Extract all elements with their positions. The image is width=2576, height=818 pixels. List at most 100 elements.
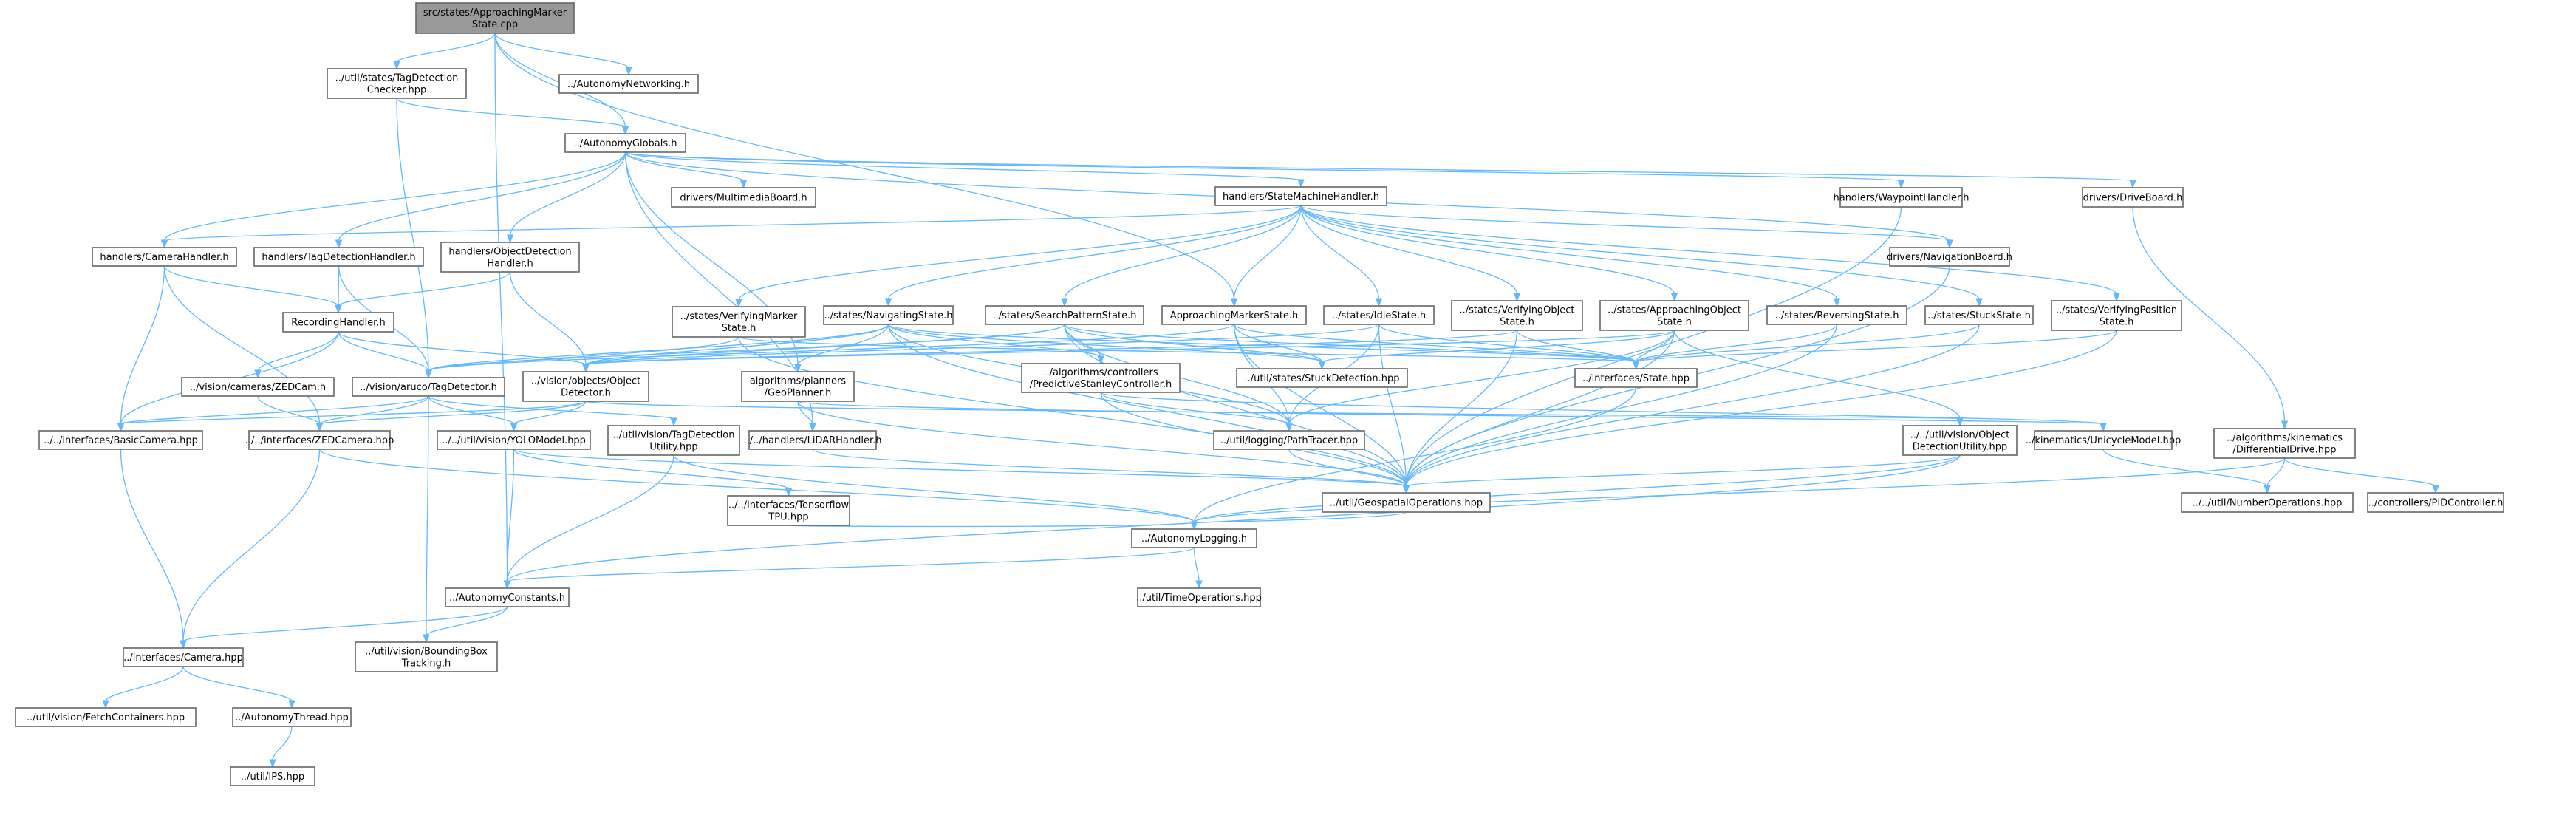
node-stuck-detection[interactable]: ../util/states/StuckDetection.hpp [1236, 368, 1408, 388]
node-autonomy-networking[interactable]: ../AutonomyNetworking.h [558, 74, 699, 94]
edge-navigating-state-to-stuck-detection [887, 324, 1326, 370]
edge-predictive-stanley-to-path-tracer [1100, 392, 1293, 432]
node-recording-handler[interactable]: RecordingHandler.h [282, 312, 394, 333]
edge-tag-detection-utility-to-autonomy-constants [503, 454, 674, 590]
node-label: ../interfaces/Camera.hpp [123, 652, 243, 664]
edge-state-interface-to-autonomy-logging [1190, 386, 1637, 531]
node-label: State.cpp [472, 19, 518, 30]
node-root[interactable]: src/states/ApproachingMarkerState.cpp [415, 2, 575, 34]
edge-search-pattern-state-to-state-interface [1064, 324, 1640, 370]
node-unicycle-model[interactable]: ../kinematics/UnicycleModel.hpp [2026, 430, 2182, 450]
node-label: ../../interfaces/ZEDCamera.hpp [245, 435, 394, 446]
node-box [1161, 305, 1307, 325]
edge-tag-detector-to-bounding-box-tracking [423, 395, 430, 644]
node-time-operations[interactable]: ../util/TimeOperations.hpp [1136, 587, 1262, 607]
node-label: DetectionUtility.hpp [1913, 442, 2007, 453]
node-label: ../interfaces/State.hpp [1582, 373, 1690, 384]
arrowhead-icon [2113, 293, 2120, 302]
node-geospatial-operations[interactable]: ../util/GeospatialOperations.hpp [1322, 492, 1491, 513]
node-lidar-handler[interactable]: ../../handlers/LiDARHandler.h [743, 430, 882, 450]
edge-autonomy-globals-to-drive-board [624, 151, 2136, 189]
edge-tag-detector-to-basic-camera [117, 395, 429, 432]
node-box [1137, 587, 1261, 607]
node-navigating-state[interactable]: ../states/NavigatingState.h [823, 305, 954, 325]
node-box [1839, 187, 1963, 208]
node-label: ../../util/vision/Object [1910, 430, 2010, 441]
edge-autonomy-globals-to-object-detection-handler [506, 151, 626, 244]
arrowhead-icon [2264, 485, 2271, 494]
edge-reversing-state-to-geospatial-operations [1402, 324, 1838, 494]
node-path-tracer[interactable]: ../util/logging/PathTracer.hpp [1213, 430, 1365, 450]
node-autonomy-thread[interactable]: ../AutonomyThread.hpp [232, 707, 352, 727]
edge-object-detection-utility-to-autonomy-constants [503, 454, 1961, 590]
node-label: ../states/IdleState.h [1332, 310, 1426, 321]
node-drive-board[interactable]: drivers/DriveBoard.h [2082, 187, 2184, 208]
edge-camera-handler-to-zed-camera [163, 265, 324, 432]
node-predictive-stanley[interactable]: ../algorithms/controllers/PredictiveStan… [1021, 363, 1181, 393]
node-multimedia-board[interactable]: drivers/MultimediaBoard.h [671, 187, 816, 208]
edge-root-to-tag-detection-checker [393, 33, 496, 70]
arrowhead-icon [510, 423, 518, 432]
arrowhead-icon [794, 364, 802, 373]
node-label: ../util/states/StuckDetection.hpp [1245, 373, 1400, 384]
node-waypoint-handler[interactable]: handlers/WaypointHandler.h [1833, 187, 1969, 208]
node-search-pattern-state[interactable]: ../states/SearchPatternState.h [985, 305, 1144, 325]
node-zed-camera[interactable]: ../../interfaces/ZEDCamera.hpp [245, 430, 394, 450]
node-box [92, 247, 237, 267]
node-idle-state[interactable]: ../states/IdleState.h [1323, 305, 1435, 325]
node-number-operations[interactable]: ../../util/NumberOperations.hpp [2181, 492, 2354, 513]
node-geo-planner[interactable]: algorithms/planners/GeoPlanner.h [741, 371, 855, 402]
node-navigation-board[interactable]: drivers/NavigationBoard.h [1887, 247, 2012, 267]
node-autonomy-constants[interactable]: ../AutonomyConstants.h [445, 587, 570, 607]
node-fetch-containers[interactable]: ../util/vision/FetchContainers.hpp [15, 707, 197, 727]
node-label: /DifferentialDrive.hpp [2232, 445, 2336, 456]
node-camera-handler[interactable]: handlers/CameraHandler.h [92, 247, 237, 267]
node-zedcam[interactable]: ../vision/cameras/ZEDCam.h [181, 377, 335, 397]
node-state-machine-handler[interactable]: handlers/StateMachineHandler.h [1214, 186, 1387, 206]
edge-state-machine-handler-to-navigation-board [1300, 205, 1953, 249]
arrowhead-icon [1061, 298, 1068, 307]
node-box [327, 68, 467, 99]
node-label: ../../util/NumberOperations.hpp [2193, 498, 2343, 509]
node-label: ../AutonomyConstants.h [449, 593, 565, 604]
edge-autonomy-logging-to-time-operations [1193, 547, 1203, 590]
arrowhead-icon [785, 488, 793, 497]
edge-state-machine-handler-to-reversing-state [1300, 205, 1841, 307]
node-approaching-marker-state-h[interactable]: ApproachingMarkerState.h [1161, 305, 1307, 325]
node-reversing-state[interactable]: ../states/ReversingState.h [1766, 305, 1907, 325]
node-yolo-model[interactable]: ../../util/vision/YOLOModel.hpp [437, 430, 591, 450]
edge-approaching-marker-state-h-to-tag-detector [425, 324, 1235, 379]
node-camera-interface[interactable]: ../interfaces/Camera.hpp [123, 647, 244, 667]
node-box [232, 707, 352, 727]
node-box [1766, 305, 1907, 325]
node-tag-detector[interactable]: ../vision/aruco/TagDetector.h [352, 377, 505, 397]
node-box [15, 707, 197, 727]
node-object-detection-utility[interactable]: ../../util/vision/ObjectDetectionUtility… [1902, 425, 2018, 456]
arrowhead-icon [160, 239, 168, 249]
node-differential-drive[interactable]: ../algorithms/kinematics/DifferentialDri… [2213, 428, 2356, 459]
node-state-interface[interactable]: ../interfaces/State.hpp [1574, 368, 1698, 388]
node-autonomy-globals[interactable]: ../AutonomyGlobals.h [564, 133, 686, 153]
node-tag-detection-handler[interactable]: handlers/TagDetectionHandler.h [253, 247, 424, 267]
node-ips[interactable]: ../util/IPS.hpp [230, 766, 315, 786]
node-label: ../states/SearchPatternState.h [993, 310, 1137, 321]
edge-state-machine-handler-to-approaching-marker-state-h [1230, 205, 1302, 307]
node-basic-camera[interactable]: ../../interfaces/BasicCamera.hpp [38, 430, 203, 450]
node-stuck-state[interactable]: ../states/StuckState.h [1924, 305, 2034, 325]
edge-differential-drive-to-pid-controller [2283, 457, 2439, 494]
node-pid-controller[interactable]: ../controllers/PIDController.h [2367, 492, 2504, 513]
arrowhead-icon [2129, 180, 2136, 189]
node-autonomy-logging[interactable]: ../AutonomyLogging.h [1131, 528, 1257, 548]
edge-tag-detector-to-yolo-model [428, 395, 518, 432]
